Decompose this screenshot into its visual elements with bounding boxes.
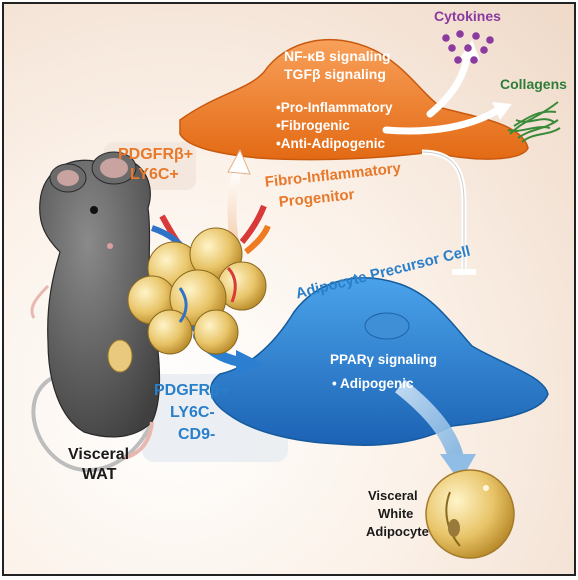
cytokine-dots: [442, 30, 494, 64]
adipocyte-precursor-cell: [210, 277, 549, 446]
collagen-output-arrow: [382, 106, 502, 135]
fibro-marker-pdgfrb: PDGFRβ+: [118, 146, 194, 163]
precursor-signal-ppar: PPARγ signaling: [330, 352, 438, 367]
collagen-fibers: [507, 101, 561, 143]
adipocyte-label-visceral: Visceral: [368, 488, 418, 503]
white-adipocyte: [425, 469, 515, 559]
collagens-label: Collagens: [500, 76, 567, 92]
precursor-marker-ly6c: LY6C-: [170, 404, 215, 421]
precursor-marker-cd9: CD9-: [178, 426, 216, 443]
precursor-marker-pdgfrb: PDGFRβ+: [154, 382, 230, 399]
mouse-illustration: [30, 151, 161, 473]
precursor-nucleus: [364, 312, 410, 340]
fibro-signal-nfkb: NF-κB signaling: [284, 48, 391, 64]
cytokine-output-arrow: [426, 50, 472, 118]
adipocyte-label-adipocyte: Adipocyte: [366, 524, 429, 539]
visceral-fat-pad: [107, 339, 133, 373]
fibro-differentiation-arrow: [227, 165, 243, 245]
adipose-tissue-cluster: [127, 204, 271, 355]
cytokines-label: Cytokines: [434, 8, 501, 24]
adipocyte-label-white: White: [378, 506, 414, 521]
fibro-bullet-fibrogenic: •Fibrogenic: [276, 118, 350, 133]
mouse-label-wat: WAT: [82, 466, 117, 483]
fibro-bullet-proinflammatory: •Pro-Inflammatory: [276, 100, 393, 115]
mouse-label-visceral: Visceral: [68, 446, 130, 463]
adipocyte-differentiation-arrow: [395, 379, 464, 461]
fibro-bullet-antiadipogenic: •Anti-Adipogenic: [276, 136, 385, 151]
fibro-signal-tgfb: TGFβ signaling: [284, 66, 386, 82]
fibro-marker-ly6c: LY6C+: [130, 166, 179, 183]
precursor-bullet-adipogenic: • Adipogenic: [332, 376, 414, 391]
